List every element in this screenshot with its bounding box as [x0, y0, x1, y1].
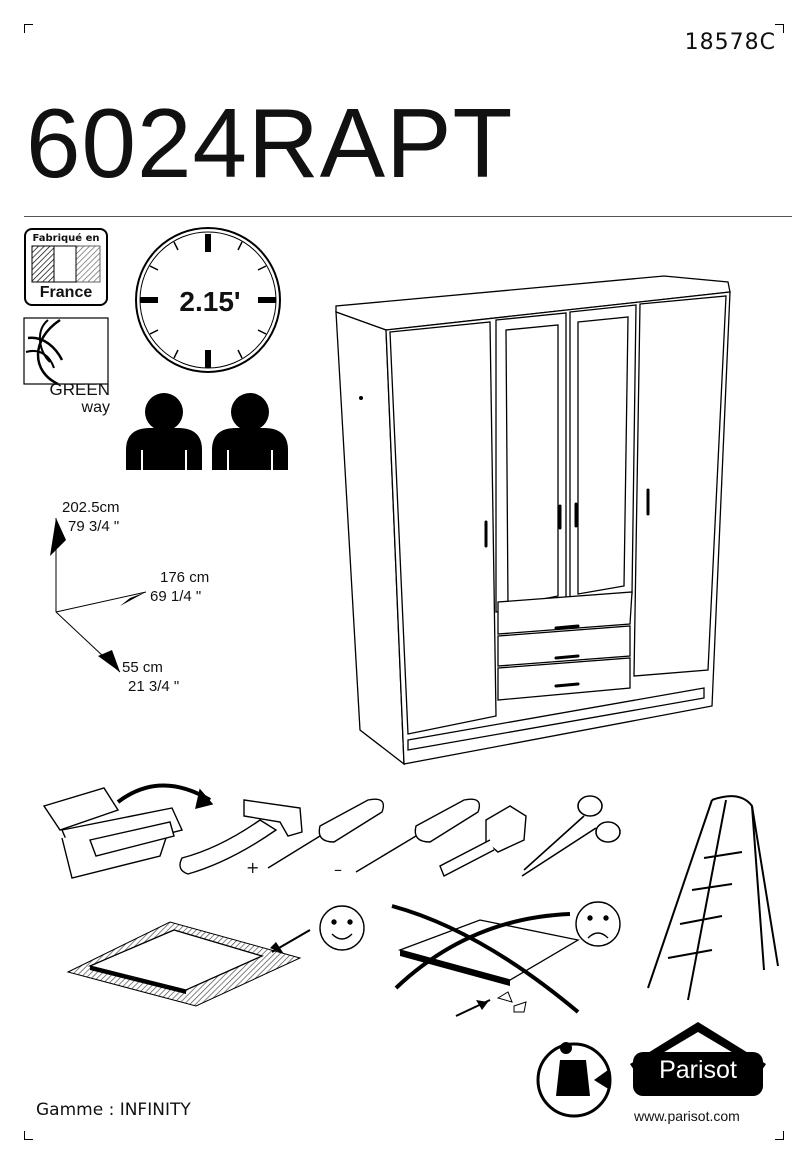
height-dimension: 202.5cm 79 3/4 "	[62, 498, 120, 536]
crop-mark-bottom-right	[775, 1131, 784, 1140]
green-way-label: GREEN way	[40, 381, 110, 417]
way-text: way	[81, 399, 110, 416]
crop-mark-top-left	[24, 24, 33, 33]
dimension-arrows	[50, 518, 146, 672]
bad-practice-illustration	[391, 904, 580, 1017]
flat-screwdriver-icon	[355, 798, 481, 873]
crop-mark-bottom-left	[24, 1131, 33, 1140]
plus-sign: +	[246, 858, 260, 877]
depth-in: 21 3/4 "	[128, 678, 180, 695]
persons-icon	[126, 393, 288, 470]
brand-name: Parisot	[659, 1056, 737, 1084]
page-title: 6024RAPT	[26, 88, 514, 198]
dimension-axes	[55, 518, 147, 673]
scissors-icon	[521, 795, 621, 877]
phillips-screwdriver-icon	[267, 798, 385, 869]
assembly-time: 2.15'	[179, 286, 241, 317]
badge-bottom-text: France	[39, 284, 93, 301]
tape-measure-icon	[439, 805, 527, 877]
toolbox-icon	[42, 783, 214, 879]
brand-website[interactable]: www.parisot.com	[634, 1108, 740, 1124]
sad-face-icon	[575, 901, 621, 947]
made-in-france-badge: Fabriqué en France	[24, 228, 108, 306]
green-way-icon	[23, 317, 109, 386]
green-text: GREEN	[49, 380, 110, 399]
flag-icon	[31, 245, 101, 283]
recycle-icon	[536, 1042, 612, 1118]
step-ladder-icon	[647, 795, 779, 1001]
product-range: Gamme : INFINITY	[36, 1100, 191, 1120]
width-cm: 176 cm	[160, 569, 210, 586]
width-in: 69 1/4 "	[150, 588, 202, 605]
minus-sign: –	[334, 860, 342, 879]
badge-top-text: Fabriqué en	[32, 233, 100, 244]
depth-cm: 55 cm	[122, 659, 163, 676]
crop-mark-top-right	[775, 24, 784, 33]
height-in: 79 3/4 "	[68, 518, 120, 535]
hammer-icon	[179, 799, 303, 875]
depth-dimension: 55 cm 21 3/4 "	[122, 658, 179, 696]
good-practice-illustration	[66, 921, 311, 1007]
happy-face-icon	[319, 905, 365, 951]
height-cm: 202.5cm	[62, 499, 120, 516]
reference-code: 18578C	[684, 30, 776, 55]
divider	[24, 216, 792, 217]
width-dimension: 176 cm 69 1/4 "	[150, 568, 209, 606]
